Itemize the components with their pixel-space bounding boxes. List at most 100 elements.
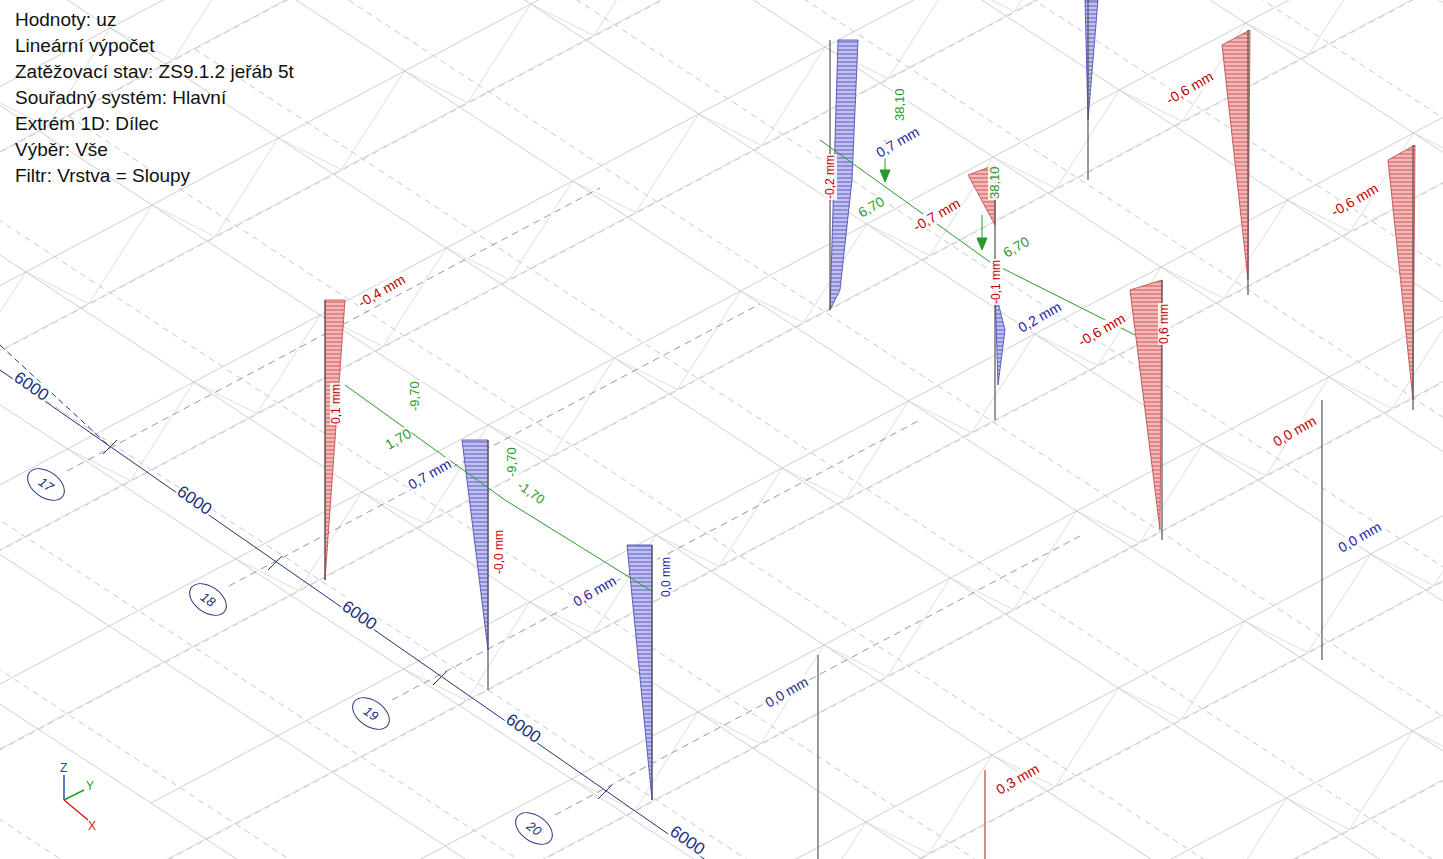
frame-line — [1414, 133, 1443, 165]
frame-line — [0, 0, 1443, 628]
frame-line — [761, 645, 824, 744]
frame-line — [635, 712, 698, 811]
frame-line — [405, 71, 468, 103]
frame-line — [1013, 511, 1076, 610]
frame-line — [487, 216, 1443, 859]
frame-line — [573, 181, 636, 213]
frame-line — [0, 0, 1443, 428]
frame-line — [383, 248, 446, 347]
frame-line — [1224, 200, 1287, 299]
frame-line — [1079, 0, 1443, 415]
value-label: 1,70 — [382, 425, 415, 453]
frame-line — [195, 49, 1443, 859]
value-label: 0,7 mm — [405, 456, 455, 494]
value-label: -0,0 mm — [493, 529, 506, 575]
frame-line — [700, 0, 1443, 859]
frame-line — [782, 468, 845, 500]
value-label: -0,1 mm — [990, 259, 1003, 305]
frame-line — [0, 0, 1443, 473]
frame-line — [1371, 554, 1434, 586]
frame-line — [1392, 310, 1443, 409]
frame-line — [0, 0, 1443, 363]
frame-line — [823, 171, 1443, 859]
frame-line — [26, 272, 89, 304]
frame-line — [0, 0, 1443, 583]
frame-line — [319, 0, 1443, 859]
frame-line — [574, 0, 1443, 683]
header-line: Souřadný systém: Hlavní — [15, 88, 226, 109]
value-label: 6,70 — [1000, 233, 1033, 261]
frame-line — [1140, 444, 1203, 543]
frame-line — [0, 0, 1443, 648]
frame-line — [719, 468, 782, 567]
frame-line — [236, 559, 299, 591]
frame-line — [467, 602, 530, 701]
frame-line — [655, 126, 1443, 859]
header-line: Extrém 1D: Dílec — [15, 114, 159, 135]
header-line: Výběr: Vše — [15, 140, 108, 161]
columns — [325, 0, 1413, 859]
frame-line — [194, 382, 257, 414]
frame-line — [509, 181, 572, 280]
load-lines — [345, 140, 1135, 590]
dimension-label: 6000 — [665, 822, 708, 859]
frame-line — [195, 0, 1443, 859]
frame-line — [0, 451, 1117, 859]
frame-line — [762, 47, 825, 146]
frame-line — [0, 0, 1443, 693]
frame-line — [131, 382, 194, 481]
value-label: 38,10 — [988, 165, 1002, 200]
frame-line — [0, 518, 991, 859]
frame-line — [151, 0, 1443, 859]
frame-line — [1329, 377, 1392, 409]
frame-line — [951, 0, 1014, 12]
frame-line — [909, 401, 972, 433]
frame-line — [929, 755, 992, 854]
frame-line — [0, 0, 1331, 518]
frame-line — [824, 645, 887, 677]
frame-line — [1245, 621, 1308, 653]
frame-line — [1246, 23, 1309, 55]
frame-line — [0, 0, 1443, 538]
frame-line — [215, 138, 278, 237]
frame-line — [993, 157, 1056, 189]
value-label: -9,70 — [408, 380, 422, 412]
value-label: -0,6 mm — [1328, 180, 1382, 220]
dimension-label: 6000 — [501, 710, 544, 748]
frame-line — [677, 291, 740, 390]
axis-lines — [67, 188, 1080, 815]
frame-line — [257, 315, 320, 414]
frame-line — [1331, 0, 1443, 546]
value-label: 0,0 mm — [762, 674, 812, 712]
dimension-label: 6000 — [172, 482, 215, 520]
frame-line — [845, 401, 908, 500]
frame-line — [0, 119, 1244, 859]
value-label: -1,70 — [514, 478, 548, 508]
frame-line — [0, 183, 1443, 859]
frame-line — [741, 291, 804, 323]
value-label: 0,7 mm — [873, 124, 923, 162]
axis-number: 17 — [36, 474, 56, 495]
axis-number: 19 — [361, 703, 381, 724]
frame-line — [151, 0, 1443, 859]
frame-line — [700, 0, 1443, 616]
frame-line — [551, 358, 614, 457]
frame-line — [447, 0, 1443, 859]
frame-line — [0, 384, 1244, 859]
frame-line — [1181, 621, 1244, 720]
frame-line — [488, 425, 551, 457]
frame-line — [0, 272, 26, 371]
dimension-label: 6000 — [9, 368, 52, 406]
frame-line — [1077, 511, 1140, 543]
frame-line — [1349, 731, 1412, 830]
axis-label: X — [88, 820, 96, 833]
value-label: 0,0 mm — [660, 556, 673, 598]
frame-line — [1266, 377, 1329, 476]
frame-line — [1331, 0, 1443, 281]
frame-line — [0, 0, 1443, 758]
frame-line — [173, 0, 236, 60]
